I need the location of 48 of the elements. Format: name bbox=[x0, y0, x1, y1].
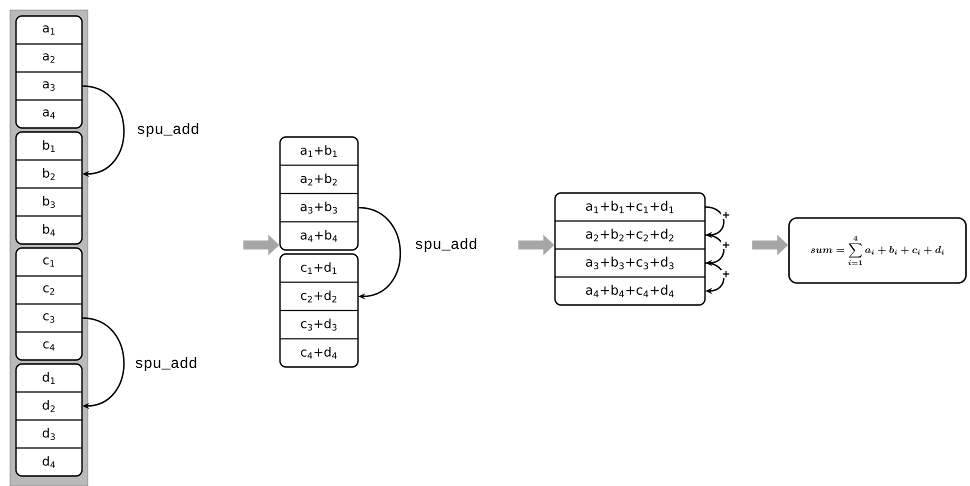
curved-arrow bbox=[82, 317, 125, 410]
curved-arrow bbox=[705, 262, 724, 294]
vector-cell: c$_{4}$ bbox=[43, 341, 54, 351]
vector-box bbox=[15, 363, 83, 477]
vector-cell: c$_{2}$+d$_{2}$ bbox=[301, 290, 336, 302]
vector-cell: d$_{1}$ bbox=[42, 372, 55, 384]
vector-cell: a$_{3}$ bbox=[42, 81, 55, 91]
vector-cell: c$_{4}$+d$_{4}$ bbox=[301, 347, 337, 359]
edge-label: + bbox=[720, 240, 732, 250]
edge-label: spu_add bbox=[414, 237, 478, 253]
curved-arrow bbox=[82, 85, 125, 178]
vector-cell: a$_{4}$ bbox=[42, 109, 55, 119]
curved-arrow bbox=[705, 234, 724, 266]
vector-cell: b$_{3}$ bbox=[43, 196, 55, 208]
vector-cell: c$_{2}$ bbox=[43, 285, 54, 295]
curved-arrow bbox=[705, 206, 724, 238]
vector-box bbox=[15, 15, 83, 129]
vector-cell: a$_{3}$+b$_{3}$ bbox=[300, 202, 337, 214]
vector-box bbox=[279, 136, 359, 251]
vector-cell: a$_{4}$+b$_{4}$+c$_{4}$+d$_{4}$ bbox=[586, 284, 674, 298]
vector-cell: a$_{1}$+b$_{1}$ bbox=[300, 145, 337, 157]
vector-cell: a$_{1}$ bbox=[42, 25, 55, 35]
edge-label: + bbox=[720, 210, 732, 220]
vector-cell: c$_{1}$ bbox=[43, 257, 54, 267]
vector-cell: b$_{4}$ bbox=[43, 224, 56, 236]
vector-box bbox=[15, 247, 83, 361]
vector-cell: c$_{3}$ bbox=[43, 313, 54, 323]
edge-label: spu_add bbox=[134, 356, 198, 372]
vector-cell: d$_{3}$ bbox=[42, 428, 55, 440]
vector-cell: a$_{2}$+b$_{2}$ bbox=[300, 173, 337, 186]
vector-cell: a$_{3}$+b$_{3}$+c$_{3}$+d$_{3}$ bbox=[586, 256, 674, 270]
edge-label: + bbox=[720, 270, 732, 278]
vector-cell: b$_{1}$ bbox=[43, 140, 55, 152]
vector-cell: a$_{4}$+b$_{4}$ bbox=[300, 230, 338, 242]
vector-box bbox=[279, 253, 359, 368]
vector-cell: a$_{2}$+b$_{2}$+c$_{2}$+d$_{2}$ bbox=[586, 228, 674, 242]
vector-cell: b$_{2}$ bbox=[43, 168, 55, 180]
vector-cell: a$_{2}$ bbox=[42, 53, 54, 63]
formula-box: $sum = \sum_{i=1}^{4} a_i + b_i + c_i + d_i$ bbox=[788, 217, 967, 284]
vector-box bbox=[15, 131, 83, 245]
vector-cell: d$_{4}$ bbox=[42, 456, 56, 468]
vector-cell: a$_{1}$+b$_{1}$+c$_{1}$+d$_{1}$ bbox=[586, 200, 674, 214]
vector-cell: c$_{1}$+d$_{1}$ bbox=[301, 262, 336, 274]
vector-cell: d$_{2}$ bbox=[42, 400, 55, 412]
vector-cell: c$_{3}$+d$_{3}$ bbox=[301, 318, 336, 331]
vector-box bbox=[554, 192, 706, 306]
curved-arrow bbox=[358, 206, 402, 300]
edge-label: spu_add bbox=[136, 122, 200, 138]
